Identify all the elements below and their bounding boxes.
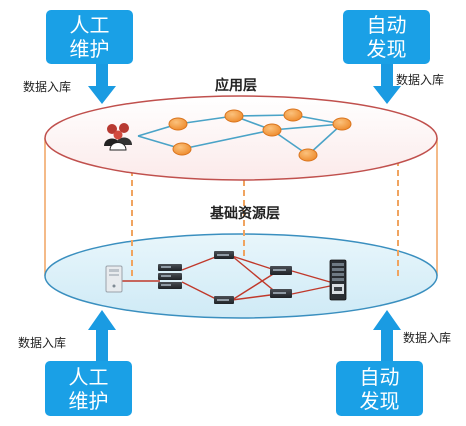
arrow-up-icon (373, 310, 401, 362)
auto-discovery-box (336, 361, 423, 416)
input-label: 数据入库 (396, 72, 444, 87)
arrow-up-icon (88, 310, 116, 362)
network-switch-icon (214, 296, 234, 304)
box-text-line2: 发现 (367, 37, 407, 61)
input-label: 数据入库 (18, 335, 66, 350)
server-icon (105, 265, 123, 293)
box-text-line2: 维护 (69, 389, 109, 413)
box-text-line1: 人工 (70, 13, 110, 37)
application-node (332, 117, 352, 131)
infrastructure-link (291, 285, 331, 295)
input-label: 数据入库 (23, 79, 71, 94)
arrow-down-icon (88, 62, 116, 104)
network-link (233, 114, 294, 117)
manual-maintenance-box (46, 10, 133, 64)
network-link (181, 129, 273, 150)
storage-rack-icon (329, 259, 347, 301)
people-group-icon (104, 123, 132, 151)
network-switch-icon (270, 266, 292, 275)
application-node (172, 142, 192, 156)
application-node (262, 123, 282, 137)
application-network (104, 108, 352, 162)
infrastructure-link (291, 270, 331, 283)
arrow-down-icon (373, 62, 401, 104)
infrastructure-link (231, 270, 279, 301)
application-layer-ellipse (44, 95, 438, 181)
manual-maintenance-box (45, 361, 132, 416)
infrastructure-network (105, 251, 347, 304)
box-text-line1: 人工 (69, 365, 109, 389)
infrastructure-link (181, 281, 219, 301)
bottom-left-box: 人工 维护 (45, 361, 132, 416)
application-nodes (168, 108, 352, 162)
box-text-line2: 维护 (70, 37, 110, 61)
application-node (168, 117, 188, 131)
application-node (224, 109, 244, 123)
box-text-line2: 发现 (360, 389, 400, 413)
network-switch-icon (158, 264, 182, 289)
infrastructure-link (181, 255, 219, 271)
bottom-right-box: 自动 发现 (336, 361, 423, 416)
infrastructure-link (231, 255, 279, 295)
application-node (298, 148, 318, 162)
infrastructure-links (122, 255, 331, 301)
arrows (88, 62, 401, 362)
auto-discovery-box (343, 10, 430, 64)
box-text-line1: 自动 (367, 13, 407, 37)
application-layer-title: 应用层 (215, 77, 257, 94)
network-switch-icon (270, 289, 292, 298)
network-switch-icon (214, 251, 234, 259)
box-text-line1: 自动 (360, 365, 400, 389)
infrastructure-layer-title: 基础资源层 (210, 205, 280, 222)
infrastructure-layer-ellipse (44, 233, 438, 319)
top-right-box: 自动 发现 (343, 10, 430, 64)
top-left-box: 人工 维护 (46, 10, 133, 64)
input-label: 数据入库 (403, 330, 451, 345)
application-node (283, 108, 303, 122)
network-link (177, 115, 235, 125)
network-link (271, 123, 343, 131)
